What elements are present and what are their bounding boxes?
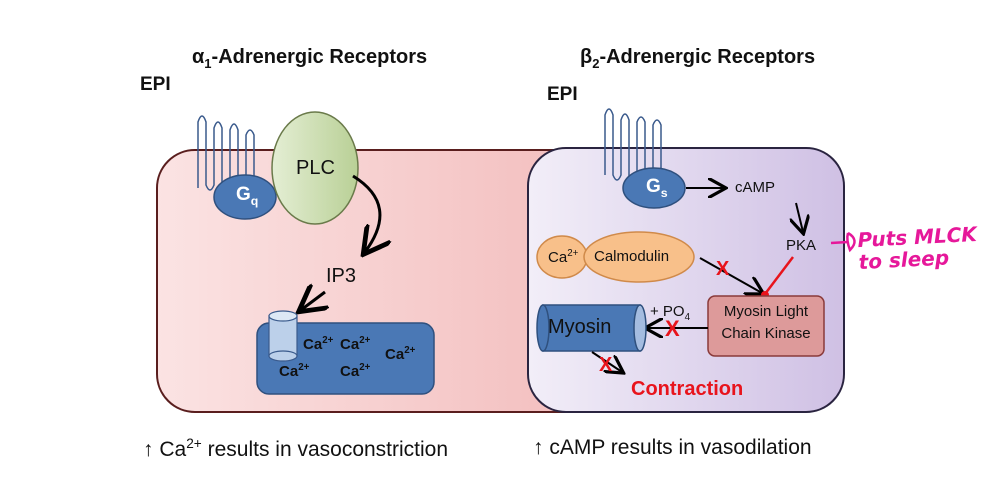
calcium-ion-3: Ca2+ <box>385 345 416 363</box>
calcium-channel-icon <box>268 310 298 362</box>
pka-inhibits-mlck-line <box>764 256 794 295</box>
camp-to-pka-arrow <box>796 202 803 232</box>
left-panel-title: α1-Adrenergic Receptors <box>192 46 428 71</box>
inhibit-x-icon: X <box>716 258 730 280</box>
plc-enzyme <box>271 111 359 225</box>
gs-label: Gs <box>646 176 668 200</box>
calmodulin-label: Calmodulin <box>594 248 670 265</box>
ip3-label: IP3 <box>326 265 357 287</box>
calcium-ion-4: Ca2+ <box>279 362 310 380</box>
right-caption: ↑ cAMP results in vasodilation <box>533 436 812 459</box>
calmodulin-to-mlck-arrow <box>699 257 762 293</box>
sarcoplasmic-reticulum <box>256 322 435 395</box>
left-ligand-label: EPI <box>140 74 171 95</box>
calcium-ion-5: Ca2+ <box>340 362 371 380</box>
left-caption: ↑ Ca2+ results in vasoconstriction <box>143 436 449 461</box>
plc-to-ip3-arrow <box>352 174 380 252</box>
gs-protein <box>622 167 686 209</box>
phosphate-label: + PO4 <box>650 303 691 323</box>
camp-label: cAMP <box>735 179 776 196</box>
calcium-ion-2: Ca2+ <box>340 335 371 353</box>
calmodulin-protein <box>583 231 695 283</box>
gq-protein <box>213 174 277 220</box>
contraction-label: Contraction <box>631 378 744 400</box>
calcium-ion-1: Ca2+ <box>303 335 334 353</box>
right-ligand-label: EPI <box>547 84 578 105</box>
right-panel-title: β2-Adrenergic Receptors <box>580 46 816 71</box>
plc-label: PLC <box>296 157 335 179</box>
annotation-arrow <box>830 231 856 253</box>
up-arrow-icon: ↑ <box>533 436 544 459</box>
myosin-cylinder <box>536 304 647 352</box>
inhibit-x-icon: X <box>665 316 680 341</box>
myosin-label: Myosin <box>548 316 612 338</box>
calcium-label: Ca2+ <box>548 248 579 266</box>
myosin-to-contraction-arrow <box>591 351 622 372</box>
pka-label: PKA <box>786 237 817 254</box>
up-arrow-icon: ↑ <box>143 438 154 461</box>
inhibit-x-icon: X <box>599 354 613 376</box>
ip3-to-channel-arrow <box>301 292 325 310</box>
mlck-box <box>707 295 825 357</box>
gq-label: Gq <box>236 184 259 208</box>
